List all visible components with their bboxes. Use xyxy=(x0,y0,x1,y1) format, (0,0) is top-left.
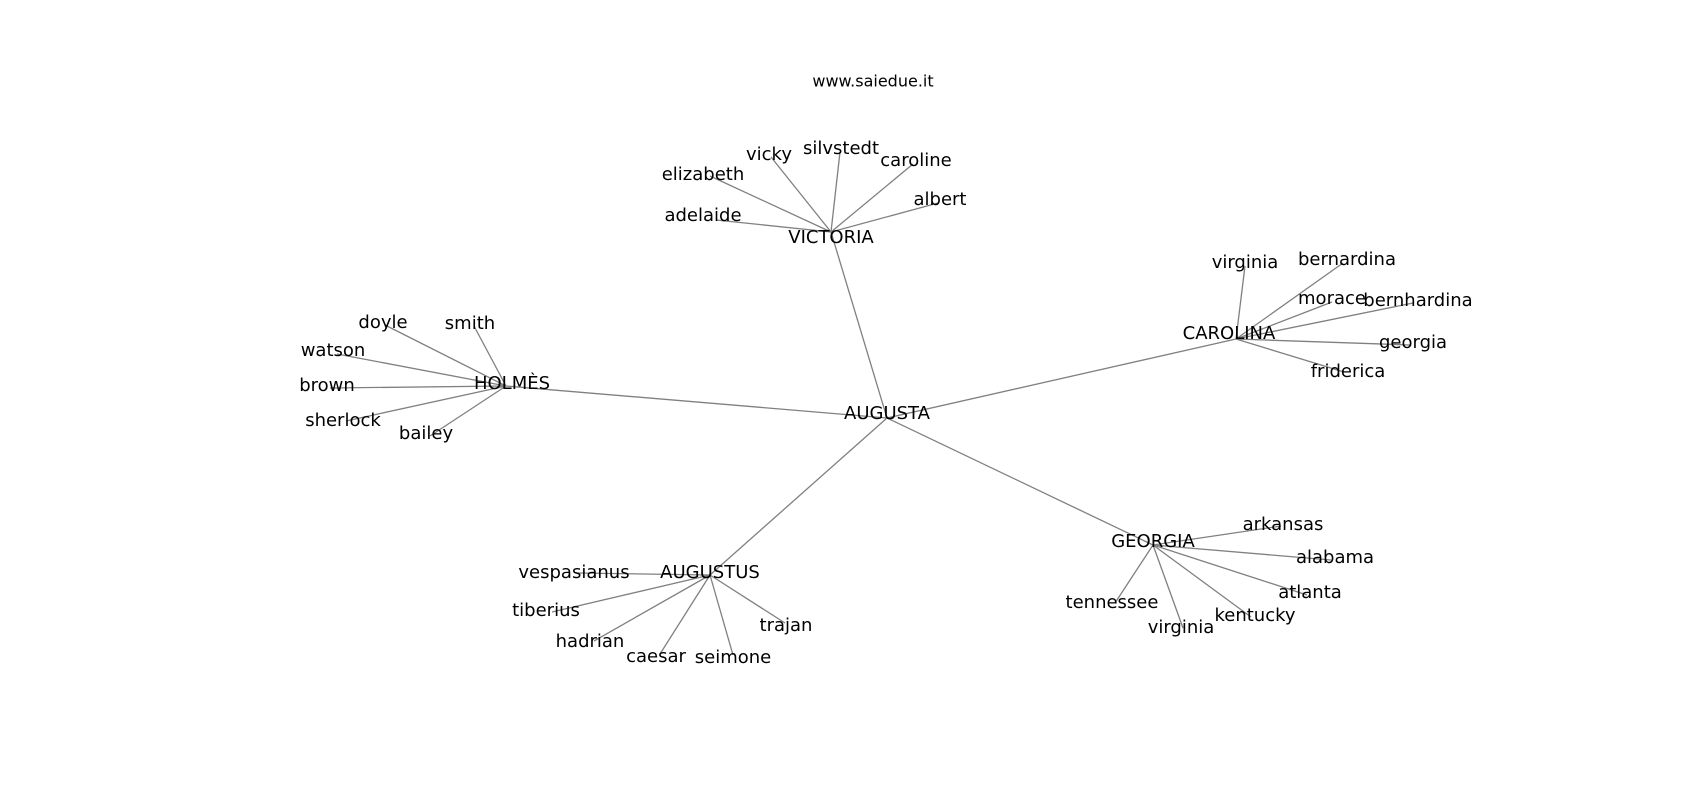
edge-3-0 xyxy=(577,572,711,576)
leaf-node-label: arkansas xyxy=(1243,514,1324,535)
hub-node-label: HOLMÈS xyxy=(474,372,550,394)
edge-3-4 xyxy=(709,574,734,656)
edge-4-3 xyxy=(1152,544,1252,618)
edge-root-4 xyxy=(886,417,1154,546)
leaf-node-label: caroline xyxy=(880,150,951,171)
edge-4-4 xyxy=(1152,544,1184,629)
leaf-node-label: albert xyxy=(914,189,967,210)
leaf-node-label: elizabeth xyxy=(662,164,745,185)
edge-1-3 xyxy=(1235,302,1414,340)
leaf-node-label: alabama xyxy=(1296,547,1374,568)
leaf-node-label: virginia xyxy=(1148,617,1215,638)
edge-2-0 xyxy=(384,324,507,387)
edge-3-1 xyxy=(551,574,711,613)
leaf-node-label: vespasianus xyxy=(518,562,629,583)
edge-2-4 xyxy=(345,385,507,422)
leaf-node-label: doyle xyxy=(358,312,407,333)
edge-0-1 xyxy=(709,175,832,233)
leaf-node-label: virginia xyxy=(1212,252,1279,273)
leaf-node-label: bernhardina xyxy=(1363,290,1472,311)
leaf-node-label: morace xyxy=(1298,288,1366,309)
hub-node-label: CAROLINA xyxy=(1183,323,1276,344)
edge-4-0 xyxy=(1152,525,1282,546)
root-node-label: AUGUSTA xyxy=(844,403,931,424)
hub-node-label: VICTORIA xyxy=(788,227,874,248)
leaf-node-label: tennessee xyxy=(1066,592,1159,613)
leaf-node-label: vicky xyxy=(746,144,792,165)
edge-0-3 xyxy=(830,151,841,233)
hub-node-label: AUGUSTUS xyxy=(660,562,760,583)
edge-4-1 xyxy=(1152,544,1332,561)
leaf-node-label: sherlock xyxy=(305,410,381,431)
edge-2-5 xyxy=(429,385,507,437)
edge-4-2 xyxy=(1152,544,1308,596)
edge-4-5 xyxy=(1114,544,1154,604)
leaf-node-label: silvstedt xyxy=(803,138,879,159)
leaf-node-label: brown xyxy=(299,375,355,396)
edge-2-2 xyxy=(336,353,507,387)
leaf-node-label: trajan xyxy=(760,615,813,636)
leaf-node-label: friderica xyxy=(1311,361,1386,382)
edge-3-2 xyxy=(593,574,711,642)
edge-3-3 xyxy=(659,574,711,655)
edge-0-2 xyxy=(770,156,832,233)
leaf-node-label: hadrian xyxy=(556,631,625,652)
hub-node-label: GEORGIA xyxy=(1111,531,1195,552)
edge-3-5 xyxy=(709,574,786,624)
edge-1-5 xyxy=(1235,338,1345,373)
edge-root-3 xyxy=(709,417,888,576)
leaf-node-label: smith xyxy=(445,313,495,334)
leaf-node-label: atlanta xyxy=(1278,582,1342,603)
edge-root-1 xyxy=(886,338,1237,419)
leaf-node-label: bailey xyxy=(399,423,454,444)
leaf-node-label: adelaide xyxy=(664,205,741,226)
leaf-node-label: georgia xyxy=(1379,332,1447,353)
leaf-node-label: kentucky xyxy=(1214,605,1295,626)
edge-2-3 xyxy=(329,385,507,389)
leaf-node-label: seimone xyxy=(695,647,771,668)
site-label: www.saiedue.it xyxy=(812,72,933,91)
edge-1-2 xyxy=(1235,301,1333,340)
edge-0-4 xyxy=(830,163,914,233)
edge-root-2 xyxy=(505,385,888,419)
edge-1-4 xyxy=(1235,338,1411,346)
edge-0-5 xyxy=(830,202,939,233)
edge-2-1 xyxy=(473,325,507,387)
edge-1-0 xyxy=(1235,265,1246,340)
leaf-node-label: bernardina xyxy=(1298,249,1396,270)
edge-0-0 xyxy=(715,219,832,233)
leaf-node-label: watson xyxy=(301,340,366,361)
edge-1-1 xyxy=(1235,262,1344,340)
edge-root-0 xyxy=(830,231,888,419)
edges xyxy=(329,151,1414,656)
leaf-node-label: tiberius xyxy=(512,600,580,621)
leaf-node-label: caesar xyxy=(626,646,686,667)
